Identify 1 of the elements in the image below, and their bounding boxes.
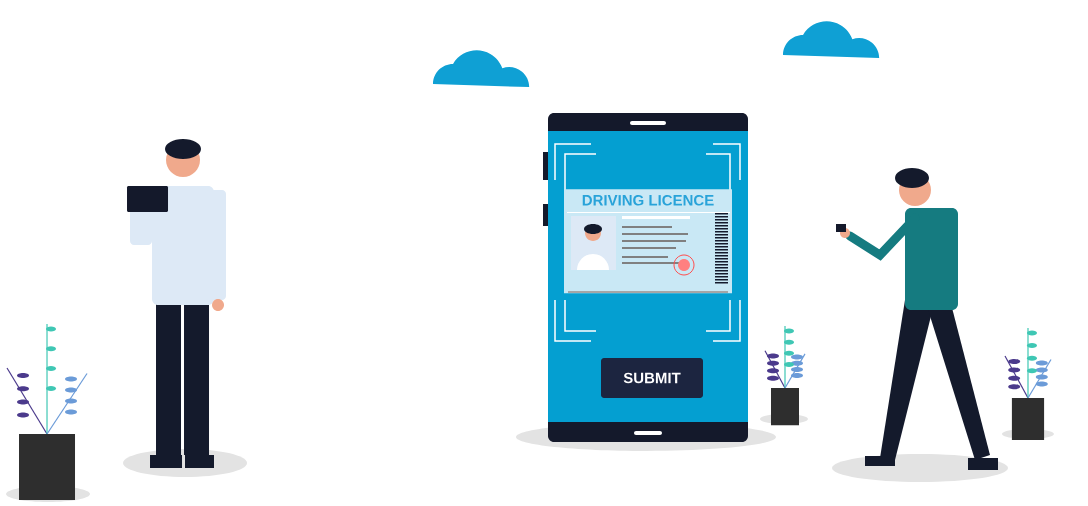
submit-button: SUBMIT — [601, 358, 703, 398]
